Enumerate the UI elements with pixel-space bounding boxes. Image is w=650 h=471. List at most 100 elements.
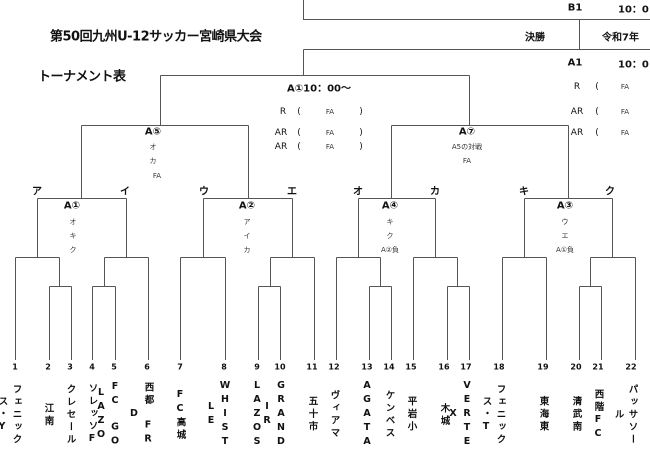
match-a1-label: A①: [63, 200, 81, 212]
team-name: 西階FC: [593, 376, 604, 454]
team-number: 3: [67, 362, 73, 372]
team-name: クレセール: [65, 376, 76, 454]
official-paren: (: [595, 82, 599, 92]
team-name-column: FC GO: [109, 380, 121, 450]
official-name: FA: [620, 108, 630, 116]
team-name-column: 江南: [42, 402, 54, 428]
team-name-column: ソレッソF: [86, 383, 98, 447]
team-number: 6: [144, 362, 150, 372]
match-a3-line: A①負: [555, 246, 575, 254]
match-a3-label: A③: [556, 200, 574, 212]
official-paren: (: [297, 128, 301, 138]
team-name-column: LAZOS: [251, 380, 263, 450]
official-role: AR: [274, 128, 288, 138]
team-number: 10: [274, 362, 286, 372]
team-name-column: 西階FC: [592, 388, 604, 442]
official-name: FA: [325, 129, 335, 137]
team-name-column: パッサソー: [626, 383, 638, 447]
team-name: 五十市: [307, 376, 318, 454]
team-number: 2: [45, 362, 51, 372]
team-name-column: ス・Y: [0, 395, 8, 435]
team-number: 22: [625, 362, 637, 372]
team-number: 18: [493, 362, 505, 372]
match-a2-label: A②: [238, 200, 256, 212]
team-name-column: ル: [612, 408, 624, 422]
team-name-column: WHIST: [219, 380, 231, 450]
block-letter: エ: [287, 186, 297, 198]
team-name-column: X: [447, 408, 459, 422]
official-paren: ): [359, 142, 363, 152]
team-number: 11: [306, 362, 318, 372]
team-name: 江南: [43, 376, 54, 454]
team-name: LAZOS: [252, 376, 263, 454]
official-paren: ): [359, 128, 363, 138]
team-name: ソレッソF: [87, 376, 98, 454]
team-name-column: フェニック: [494, 383, 506, 447]
team-name-column: 平岩小: [405, 396, 417, 434]
match-a1-line: ク: [69, 246, 77, 254]
final-date: 令和7年: [602, 32, 639, 44]
team-number: 19: [537, 362, 549, 372]
match-a4-line: ク: [386, 232, 394, 240]
block-letter: キ: [519, 186, 529, 198]
official-name: FA: [620, 83, 630, 91]
block-letter: ク: [605, 186, 615, 198]
official-name: FA: [620, 129, 630, 137]
bracket-subtitle: トーナメント表: [38, 69, 126, 85]
match-a4-line: キ: [386, 218, 394, 226]
match-a1-line: オ: [69, 218, 77, 226]
team-name-column: FC高城: [174, 388, 186, 442]
team-number: 14: [383, 362, 395, 372]
block-letter: オ: [353, 186, 363, 198]
team-name-column: ス・T: [480, 395, 492, 435]
team-name-column: LE: [205, 401, 217, 429]
match-a7-label: A⑦: [458, 126, 476, 138]
team-name-column: 清武南: [570, 396, 582, 434]
team-number: 16: [438, 362, 450, 372]
team-name: 木城: [439, 376, 450, 454]
team-number: 17: [460, 362, 472, 372]
team-number: 13: [361, 362, 373, 372]
team-number: 7: [177, 362, 183, 372]
final-label: 決勝: [525, 32, 545, 44]
match-a5-line: カ: [149, 157, 157, 165]
official-paren: (: [297, 142, 301, 152]
official-role: AR: [570, 128, 584, 138]
team-number: 1: [12, 362, 18, 372]
official-role: AR: [570, 107, 584, 117]
team-name-column: ケンベス: [383, 390, 395, 440]
team-name: フェニックス・T: [481, 376, 506, 454]
team-name-column: 木城: [438, 402, 450, 428]
team-name: パッサソール: [613, 376, 638, 454]
a1-time: 10：0: [618, 59, 649, 71]
team-name: FC高城: [175, 376, 186, 454]
team-name-column: ヴィアマ: [328, 390, 340, 440]
official-paren: (: [297, 107, 301, 117]
team-name-column: 東海東: [537, 396, 549, 434]
match-a1-line: キ: [69, 232, 77, 240]
official-name: FA: [325, 108, 335, 116]
team-name: 清武南: [571, 376, 582, 454]
team-name-column: GRAND: [275, 380, 287, 450]
official-name: FA: [325, 143, 335, 151]
team-number: 12: [328, 362, 340, 372]
team-name-column: LAZO: [95, 387, 107, 443]
team-number: 9: [254, 362, 260, 372]
block-letter: カ: [430, 186, 440, 198]
match-a3-line: エ: [561, 232, 569, 240]
a1-label: A1: [567, 57, 583, 69]
match-a7-line: FA: [462, 157, 472, 165]
official-paren: (: [595, 128, 599, 138]
match-a4-label: A④: [381, 200, 399, 212]
match-a4-line: A②負: [380, 246, 400, 254]
team-name-column: 西都 FR: [142, 382, 154, 448]
match-a5-line: FA: [152, 172, 162, 180]
official-role: R: [573, 82, 581, 92]
team-name: 東海東: [538, 376, 549, 454]
team-name-column: IR: [261, 401, 273, 429]
